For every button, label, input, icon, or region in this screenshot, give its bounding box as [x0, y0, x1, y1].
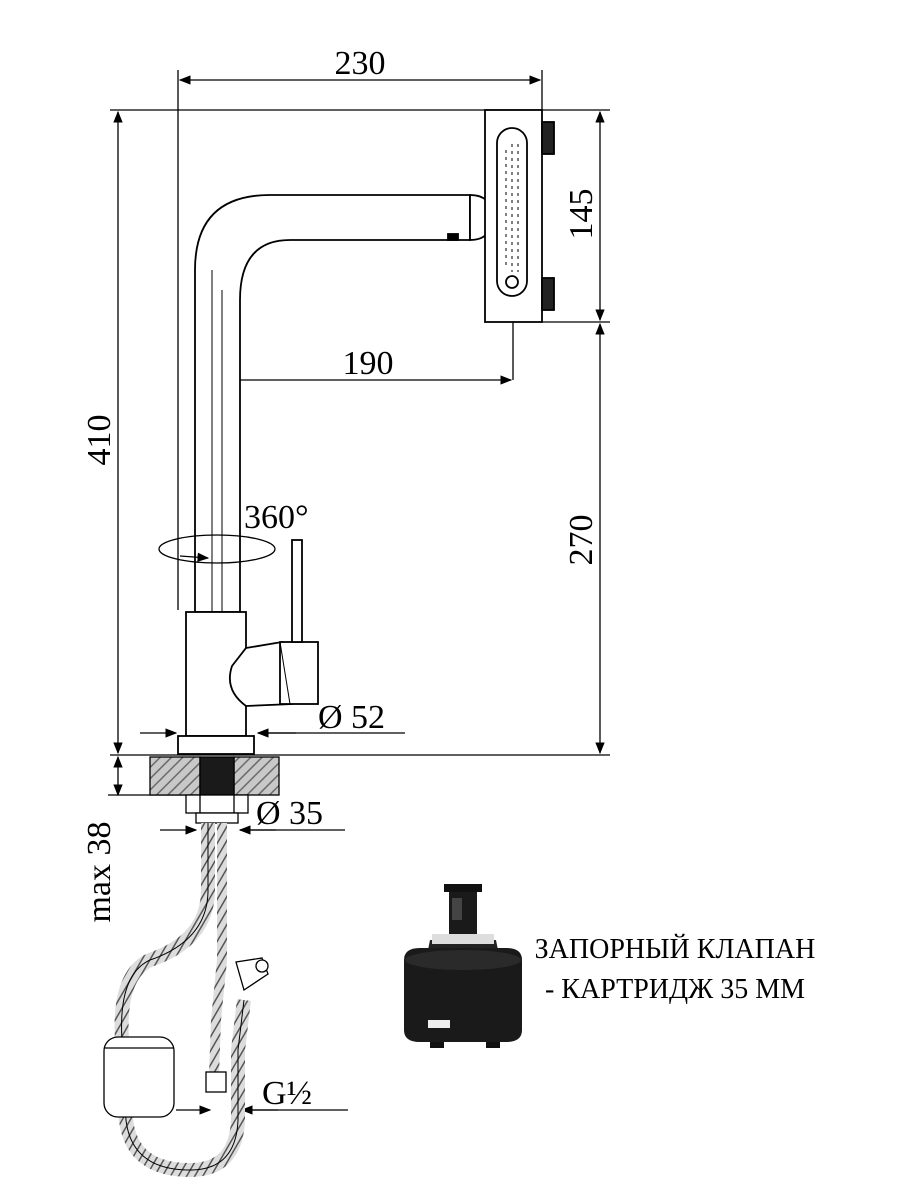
hoses	[103, 823, 269, 1178]
handle-knob	[279, 641, 319, 705]
spout-tube	[194, 194, 471, 613]
rotation-indicator	[158, 534, 276, 564]
dimension-lines	[108, 75, 605, 1115]
base-ring	[177, 735, 255, 755]
dim-max38: max 38	[81, 821, 118, 922]
dim-230: 230	[335, 45, 386, 82]
head-button-top	[541, 121, 555, 155]
dim-410: 410	[81, 415, 118, 466]
supply-hose	[209, 823, 227, 1076]
handle-collar	[228, 640, 294, 707]
faucet	[158, 109, 555, 755]
hose-weight	[103, 1036, 175, 1118]
connector-g12	[205, 1071, 227, 1093]
cartridge-caption: ЗАПОРНЫЙ КЛАПАН - КАРТРИДЖ 35 ММ	[470, 930, 880, 1010]
extension-lines	[110, 70, 610, 756]
caption-line-2: - КАРТРИДЖ 35 ММ	[544, 974, 805, 1005]
dim-rotation: 360°	[244, 499, 309, 536]
handle-lever	[291, 539, 303, 643]
dim-190: 190	[343, 345, 394, 382]
head-button-bottom	[541, 277, 555, 311]
mounting-nut	[185, 794, 249, 814]
dim-d52: Ø 52	[318, 699, 385, 736]
dim-145: 145	[563, 189, 600, 240]
mounting-shank	[199, 756, 235, 796]
countertop	[149, 756, 280, 824]
dim-g12: G½	[262, 1075, 312, 1112]
dim-270: 270	[563, 515, 600, 566]
caption-line-1: ЗАПОРНЫЙ КЛАПАН	[534, 934, 816, 965]
cartridge-image	[404, 884, 522, 1048]
dim-d35: Ø 35	[256, 795, 323, 832]
